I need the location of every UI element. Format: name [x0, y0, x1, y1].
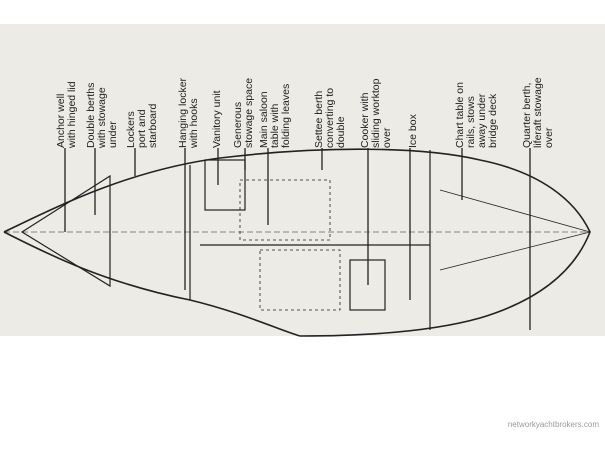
leader-lines — [64, 148, 531, 330]
label-ice-box: Ice box — [407, 114, 419, 148]
hull-outline — [3, 148, 591, 337]
label-vanitory-unit: Vanitory unit — [211, 90, 223, 148]
watermark: networkyachtbrokers.com — [507, 420, 599, 429]
